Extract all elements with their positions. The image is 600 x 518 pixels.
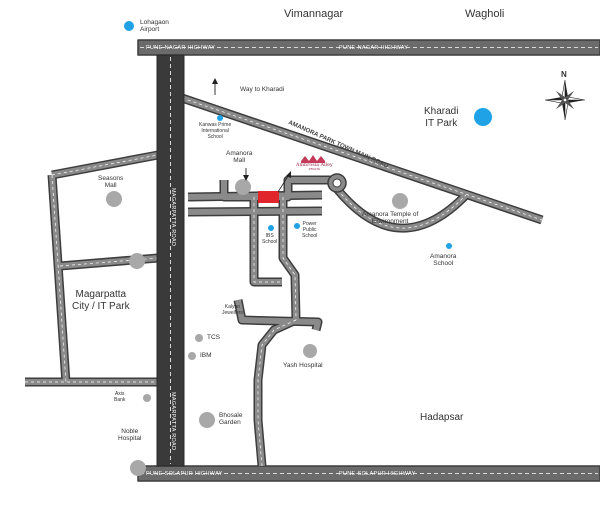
landmarks	[106, 21, 492, 476]
bhosale-garden-marker	[199, 412, 215, 428]
magarpatta-road-label-1: MAGARPATTA ROAD	[170, 188, 176, 247]
tcs-label: TCS	[207, 334, 220, 341]
compass-north-label: N	[561, 70, 567, 79]
lohagaon-airport-label: Lohagaon Airport	[140, 19, 169, 34]
amanora-mall-label: Amanora Mall	[226, 150, 253, 165]
project-site	[258, 171, 291, 203]
power-public-school-label: Power Public School	[302, 221, 318, 239]
kharadi-it-park-marker	[474, 108, 492, 126]
compass-rose-icon	[544, 79, 586, 121]
direction-arrows	[212, 78, 249, 181]
ibm-label: IBM	[200, 352, 212, 359]
way-to-kharadi-label: Way to Kharadi	[240, 86, 285, 93]
kharadi-it-park-label: Kharadi IT Park	[424, 106, 459, 129]
kalyan-jewellers-label: Kalyan Jewellers	[222, 304, 243, 316]
road-network	[25, 39, 600, 482]
pune-nagar-highway-label-1: PUNE-NAGAR HIGHWAY	[146, 45, 216, 51]
amanora-school-marker	[446, 243, 452, 249]
highway-dashes	[140, 47, 598, 474]
project-logo-icon	[301, 155, 325, 163]
magarpatta-city-label: Magarpatta City / IT Park	[72, 289, 130, 312]
pune-nagar-highway-label-2: PUNE-NAGAR HIGHWAY	[339, 45, 409, 51]
pune-solapur-highway-label-2: PUNE-SOLAPUR HIGHWAY	[339, 471, 416, 477]
project-title: Ambrosia Alley	[296, 163, 333, 168]
amanora-temple-label: Amanora Temple of Environment	[362, 211, 419, 226]
amanora-school-label: Amanora School	[430, 253, 457, 268]
amanora-mall-marker	[235, 179, 251, 195]
magarpatta-city-marker	[129, 253, 145, 269]
seasons-mall-label: Seasons Mall	[98, 175, 124, 190]
noble-hospital-label: Noble Hospital	[118, 428, 142, 443]
axis-bank-label: Axis Bank	[114, 391, 126, 403]
secondary-roads	[25, 93, 544, 467]
power-public-school-marker	[294, 223, 300, 229]
axis-bank-marker	[143, 394, 151, 402]
hadapsar-label: Hadapsar	[420, 412, 464, 423]
amanora-temple-marker	[392, 193, 408, 209]
lohagaon-airport-marker	[124, 21, 134, 31]
kanwas-school-label: Kanwas Prime International School	[199, 122, 232, 140]
vimannagar-label: Vimannagar	[284, 8, 344, 20]
kanwas-school-marker	[217, 115, 223, 121]
noble-hospital-marker	[130, 460, 146, 476]
yash-hospital-label: Yash Hospital	[283, 362, 323, 369]
ibs-school-label: IBS School	[262, 233, 278, 245]
ibm-marker	[188, 352, 196, 360]
ibs-school-marker	[268, 225, 274, 231]
bhosale-garden-label: Bhosale Garden	[219, 412, 243, 427]
project-subtitle: PRATIK	[308, 167, 321, 172]
pune-solapur-highway-label-1: PUNE-SOLAPUR HIGHWAY	[146, 471, 223, 477]
project-name-label: Ambrosia Alley PRATIK	[296, 163, 333, 172]
yash-hospital-marker	[303, 344, 317, 358]
magarpatta-road-label-2: MAGARPATTA ROAD	[170, 392, 176, 451]
project-site-marker	[258, 191, 279, 203]
seasons-mall-marker	[106, 191, 122, 207]
tcs-marker	[195, 334, 203, 342]
pune-nagar-highway	[137, 39, 600, 56]
wagholi-label: Wagholi	[465, 8, 505, 20]
